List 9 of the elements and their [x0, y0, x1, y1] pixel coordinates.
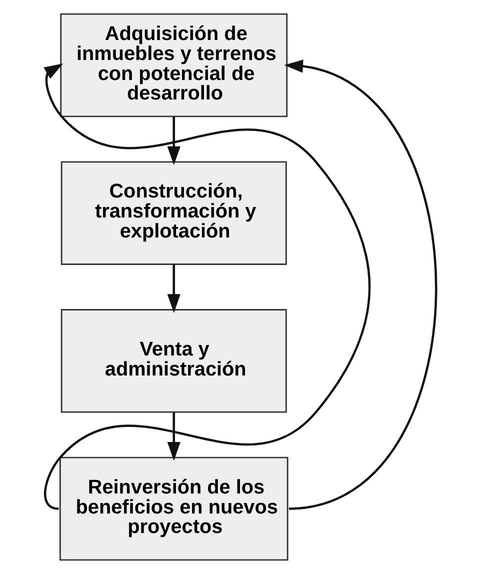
arrow	[167, 116, 180, 166]
node-box: Reinversión de los beneficios en nuevos proyectos	[59, 456, 288, 561]
node-box: Adquisición de inmuebles y terrenos con potencial de desarrollo	[60, 13, 288, 118]
arrow	[167, 412, 180, 461]
arrow	[44, 64, 370, 510]
arrow	[167, 264, 180, 313]
node-box: Construcción, transformación y explotación	[60, 161, 287, 265]
node-box: Venta y administración	[60, 309, 287, 413]
arrow	[284, 60, 438, 510]
